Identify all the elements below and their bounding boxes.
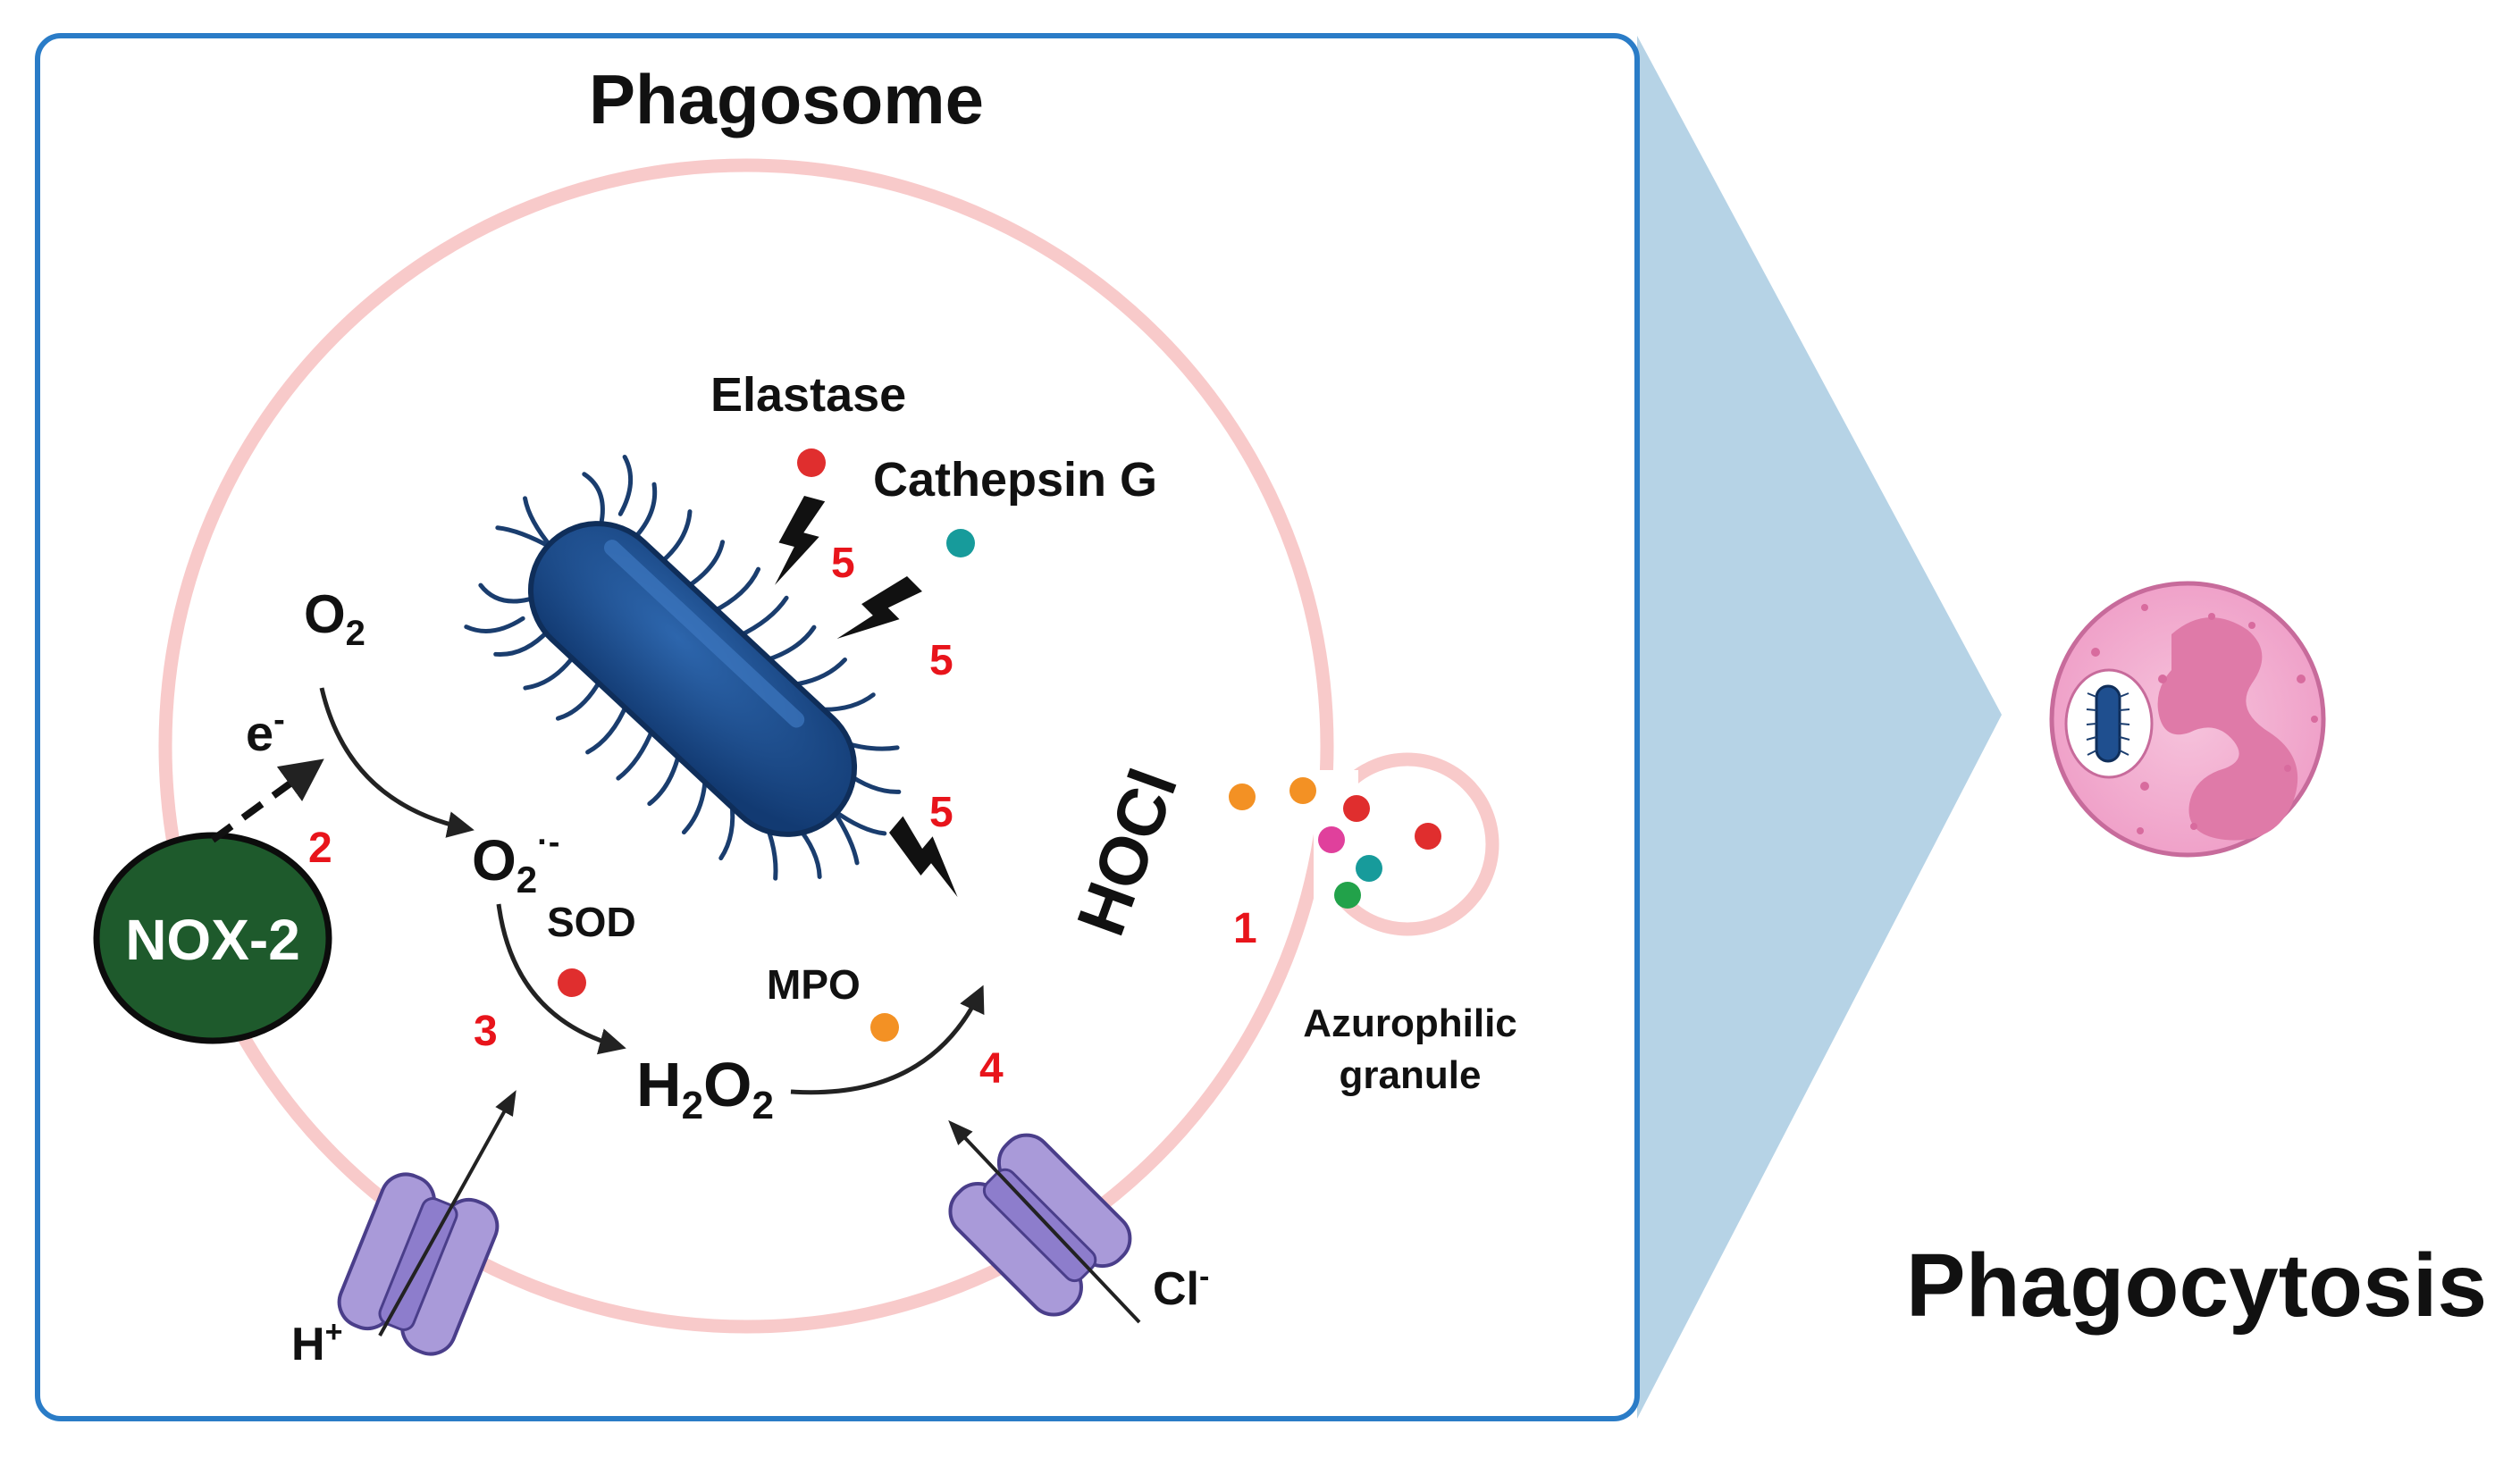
title: Phagosome [589,60,984,138]
neutrophil-cell [2049,581,2326,858]
engulfed-bacterium [2086,684,2130,763]
granule-contents [1229,777,1441,909]
step-number-3: 3 [474,1008,498,1055]
step-number-4: 4 [979,1045,1004,1093]
lightning-bolt-cathepsin [836,576,922,640]
step-number-5-cathepsin: 5 [929,637,953,684]
sod-label: SOD [547,899,636,945]
superoxide-to-h2o2-arrow [496,903,626,1055]
step-number-5-hocl: 5 [929,789,953,836]
lightning-bolt-elastase [775,496,826,585]
h2o2-to-hocl-arrow [790,985,985,1095]
nox2-label: NOX-2 [125,908,300,972]
h2o2-label: H2O2 [636,1050,774,1127]
zoom-wedge [1637,36,2002,1419]
granule-label-line2: granule [1340,1053,1482,1097]
step-number-1: 1 [1233,905,1257,952]
mpo-dot [870,1013,899,1042]
phagosome-membrane [158,158,1499,1334]
cathepsin-g-dot [946,529,975,557]
granule-label-line1: Azurophilic [1303,1001,1517,1045]
nox2-complex: NOX-2 [93,832,332,1044]
electron-transfer-arrow [210,758,324,843]
superoxide-label: O2·- [472,824,559,901]
phagocytosis-label: Phagocytosis [1906,1236,2487,1336]
proton-influx-arrow [378,1090,517,1336]
step-number-2: 2 [308,825,332,872]
chloride-label: Cl- [1153,1260,1209,1315]
bacterium [464,454,902,881]
proton-label: H+ [291,1315,342,1370]
o2-label: O2 [304,584,365,653]
mpo-label: MPO [767,961,861,1008]
electron-label: e- [246,701,285,761]
chloride-channel [948,1133,1132,1317]
o2-to-superoxide-arrow [319,687,475,838]
cathepsin-g-label: Cathepsin G [873,453,1157,507]
lightning-bolt-hocl [889,816,958,898]
elastase-label: Elastase [710,368,906,422]
step-number-5-elastase: 5 [831,540,855,587]
neutrophil-nucleus [2157,617,2298,841]
sod-dot [558,968,586,997]
elastase-dot [797,448,826,477]
chloride-influx-arrow [948,1119,1141,1324]
